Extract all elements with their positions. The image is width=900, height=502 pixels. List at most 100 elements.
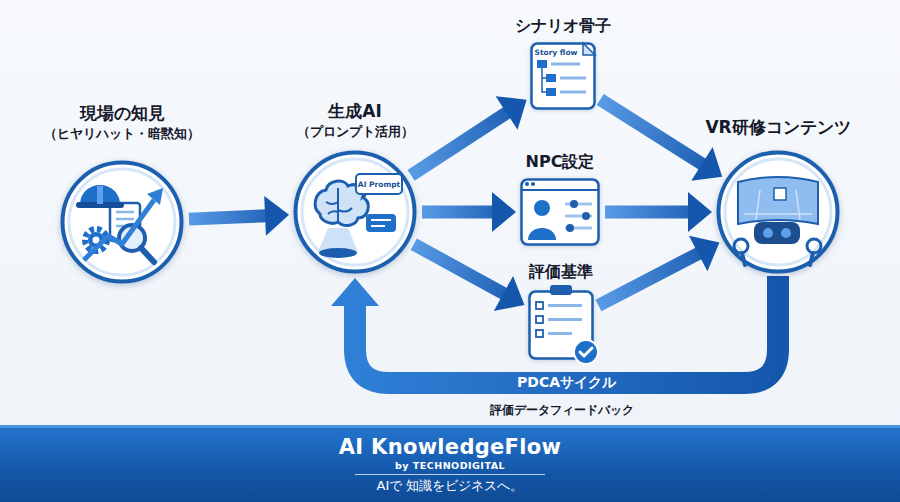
check-mark <box>580 348 592 356</box>
slider-track <box>565 203 592 206</box>
flow-arrow <box>422 192 516 232</box>
feedback-note: 評価データフィードバック <box>490 402 634 419</box>
circle-inner-ring <box>725 159 831 265</box>
check-box <box>536 316 543 323</box>
gear-hole <box>93 237 100 244</box>
flow-arrow <box>605 192 712 232</box>
vr-grid <box>744 190 812 220</box>
card-outline <box>530 292 593 359</box>
arrow-shaft <box>355 276 778 383</box>
vr-cube <box>774 188 786 200</box>
arrow-shaft <box>422 206 494 219</box>
check-line <box>548 318 582 321</box>
prompt-bubble-tail <box>360 194 368 201</box>
vr-controller <box>734 239 748 253</box>
node-subtitle: （プロンプト活用） <box>297 122 414 142</box>
slider-knob <box>582 212 590 220</box>
window-bar <box>521 189 599 191</box>
trend-arrow-head <box>147 188 163 205</box>
field-knowledge-icon <box>76 185 163 262</box>
node-outline <box>520 178 600 246</box>
node-heading: シナリオ骨子 <box>515 16 611 36</box>
arrow-shaft <box>189 216 267 219</box>
flow-arrow <box>189 196 289 236</box>
flow-connector <box>542 68 546 92</box>
arrow-shaft <box>605 206 690 219</box>
vr-controller-grip <box>810 253 813 265</box>
node-outline <box>60 160 184 284</box>
flow-line <box>551 63 580 66</box>
generative-ai-icon <box>315 174 402 258</box>
node-title: 生成AI <box>297 100 414 122</box>
node-outline <box>293 150 417 274</box>
node-heading: 生成AI（プロンプト活用） <box>297 100 414 142</box>
vr-headset <box>754 222 800 244</box>
trend-arrow <box>84 200 154 260</box>
arrow-shaft <box>600 100 703 165</box>
arrow-head <box>264 196 289 236</box>
document-icon <box>110 203 140 241</box>
flow-arrow <box>600 100 722 181</box>
circle-outline <box>63 163 182 282</box>
hard-hat-ridge <box>97 186 103 204</box>
vr-screen <box>738 177 818 224</box>
arrow-head <box>496 96 527 129</box>
card-outline <box>532 44 595 109</box>
magnifier-lens <box>119 225 145 251</box>
brain-fold <box>326 188 352 222</box>
hologram-beam <box>318 228 358 252</box>
flow-line <box>560 91 586 94</box>
feedback-arrow <box>331 276 778 383</box>
arrow-head <box>492 192 516 232</box>
criteria-icon <box>536 285 598 364</box>
flow-box <box>537 60 547 68</box>
clipboard-clip <box>550 285 572 295</box>
document-line <box>116 211 134 214</box>
check-line <box>548 304 582 307</box>
flow-arrow <box>414 244 525 311</box>
arrow-head <box>691 147 722 181</box>
node-outline <box>528 290 594 360</box>
npc-icon <box>521 182 599 240</box>
page-fold <box>583 43 595 55</box>
node-title: 評価基準 <box>529 262 593 282</box>
node-title: NPC設定 <box>526 152 595 172</box>
brain-shape <box>315 181 368 225</box>
vr-lens <box>781 228 791 238</box>
circle-outline <box>719 153 838 272</box>
arrow-head <box>494 276 525 311</box>
node-outline <box>530 42 596 110</box>
knowledge-circle: 現場の知見（ヒヤリハット・暗黙知） <box>60 160 184 284</box>
slider-track <box>565 215 592 218</box>
check-box <box>536 302 543 309</box>
flow-line <box>560 77 586 80</box>
magnifier-handle <box>141 248 154 262</box>
vr-controller <box>807 239 821 253</box>
node-title: VR研修コンテンツ <box>705 116 850 138</box>
node-heading: 現場の知見（ヒヤリハット・暗黙知） <box>44 102 200 144</box>
node-heading: 評価基準 <box>529 262 593 282</box>
npc-card: NPC設定 <box>520 178 600 246</box>
gear-teeth <box>85 229 107 251</box>
scenario-card: シナリオ骨子 <box>530 42 596 110</box>
node-heading: VR研修コンテンツ <box>705 116 850 138</box>
slider-knob <box>566 224 574 232</box>
chat-bubble <box>366 214 396 232</box>
scenario-icon <box>537 43 595 96</box>
vr-icon <box>734 177 821 265</box>
ai-circle: 生成AI（プロンプト活用） <box>293 150 417 274</box>
hard-hat-brim <box>76 202 124 208</box>
node-subtitle: （ヒヤリハット・暗黙知） <box>44 124 200 144</box>
window-dot <box>525 182 529 186</box>
document-line <box>116 218 134 221</box>
criteria-card: 評価基準 <box>528 290 594 360</box>
person-head <box>534 200 550 216</box>
chat-line <box>371 219 391 221</box>
hard-hat <box>80 185 120 204</box>
flow-box <box>546 88 556 96</box>
slider-knob <box>570 200 578 208</box>
circle-outline <box>296 153 415 272</box>
arrow-head <box>689 236 720 271</box>
arrow-head <box>331 278 379 306</box>
